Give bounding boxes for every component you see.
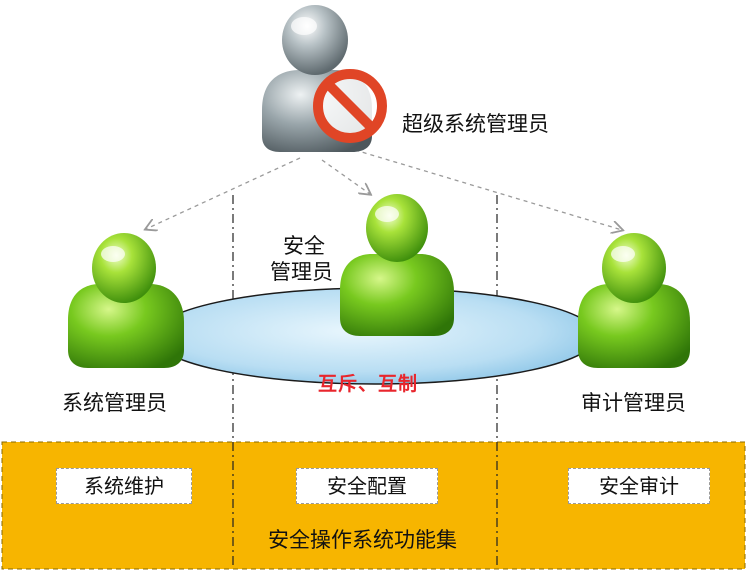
person-green-icon xyxy=(340,194,454,336)
security-admin-label-line2: 管理员 xyxy=(270,260,333,284)
system-admin-label: 系统管理员 xyxy=(62,391,167,415)
function-box-security-audit: 安全审计 xyxy=(568,468,710,504)
function-box-security-config: 安全配置 xyxy=(296,468,438,504)
function-set-title: 安全操作系统功能集 xyxy=(268,528,457,552)
audit-admin-label: 审计管理员 xyxy=(581,391,686,415)
super-admin-label: 超级系统管理员 xyxy=(402,112,549,136)
forbidden-icon xyxy=(313,69,387,143)
person-green-icon xyxy=(68,233,184,368)
function-box-system-maintenance: 系统维护 xyxy=(56,468,192,504)
arrow-to-audit-admin xyxy=(354,149,622,230)
security-admin-label-line1: 安全 xyxy=(283,234,325,258)
arrow-to-system-admin xyxy=(146,157,301,229)
mutex-label: 互斥、互制 xyxy=(318,373,419,395)
function-set-band xyxy=(1,441,746,570)
person-green-icon xyxy=(578,233,690,368)
arrow-to-security-admin xyxy=(321,159,370,194)
